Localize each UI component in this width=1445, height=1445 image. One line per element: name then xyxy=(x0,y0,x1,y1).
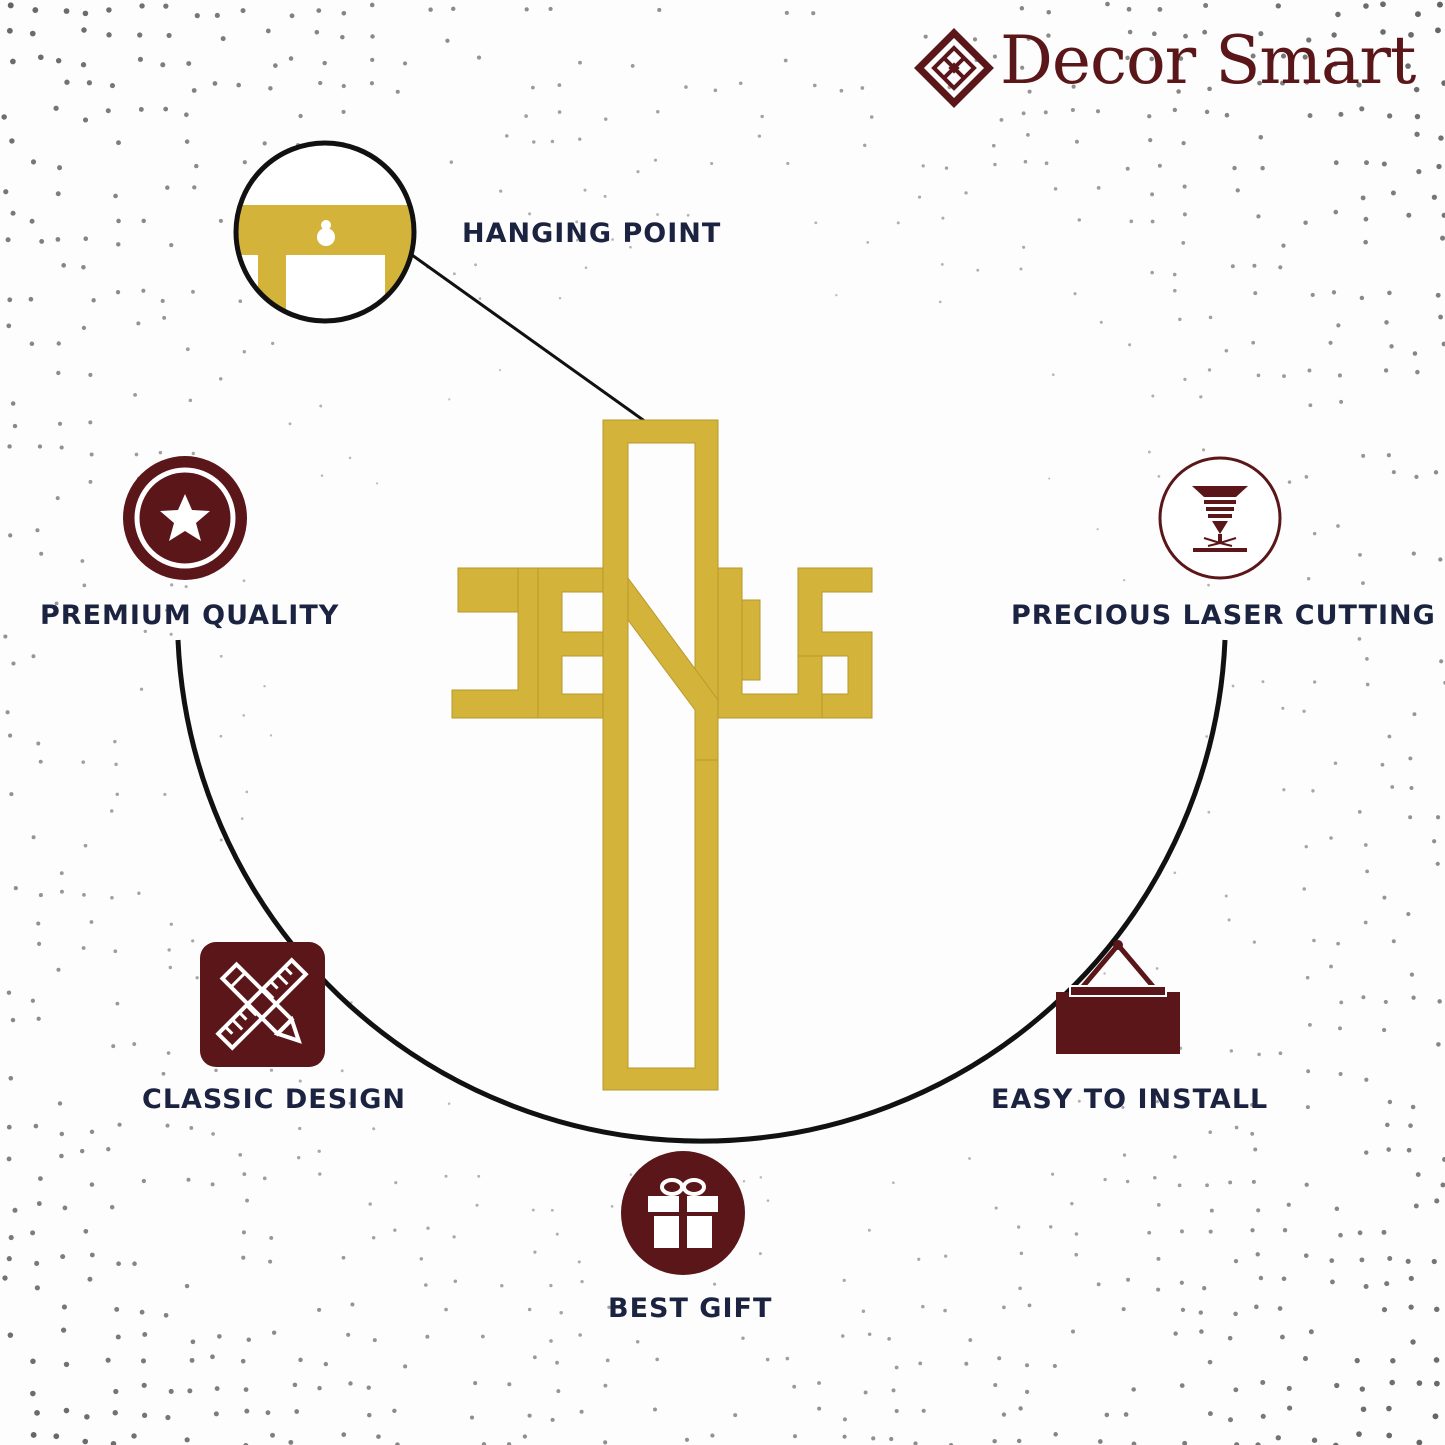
star-badge-icon xyxy=(123,456,247,580)
easy-install-label: EASY TO INSTALL xyxy=(991,1084,1269,1115)
laser-cutting-label: PRECIOUS LASER CUTTING xyxy=(1011,600,1436,631)
brand-name: Decor Smart xyxy=(1000,22,1416,99)
laser-cutter-icon xyxy=(1158,456,1282,580)
ruler-pencil-icon xyxy=(200,942,325,1067)
diamond-lattice-icon xyxy=(914,28,994,108)
hanging-sign-icon xyxy=(1056,940,1180,1054)
classic-design-label: CLASSIC DESIGN xyxy=(142,1084,406,1115)
gift-box-icon xyxy=(621,1151,745,1275)
keyhole-hanger-icon xyxy=(233,140,417,324)
hanging-point-connector xyxy=(411,253,661,434)
feature-arc xyxy=(175,639,1228,1144)
hanging-point-label: HANGING POINT xyxy=(462,218,722,249)
jesus-cross-artwork xyxy=(451,419,873,1091)
premium-quality-label: PREMIUM QUALITY xyxy=(40,600,340,631)
best-gift-label: BEST GIFT xyxy=(608,1293,773,1324)
